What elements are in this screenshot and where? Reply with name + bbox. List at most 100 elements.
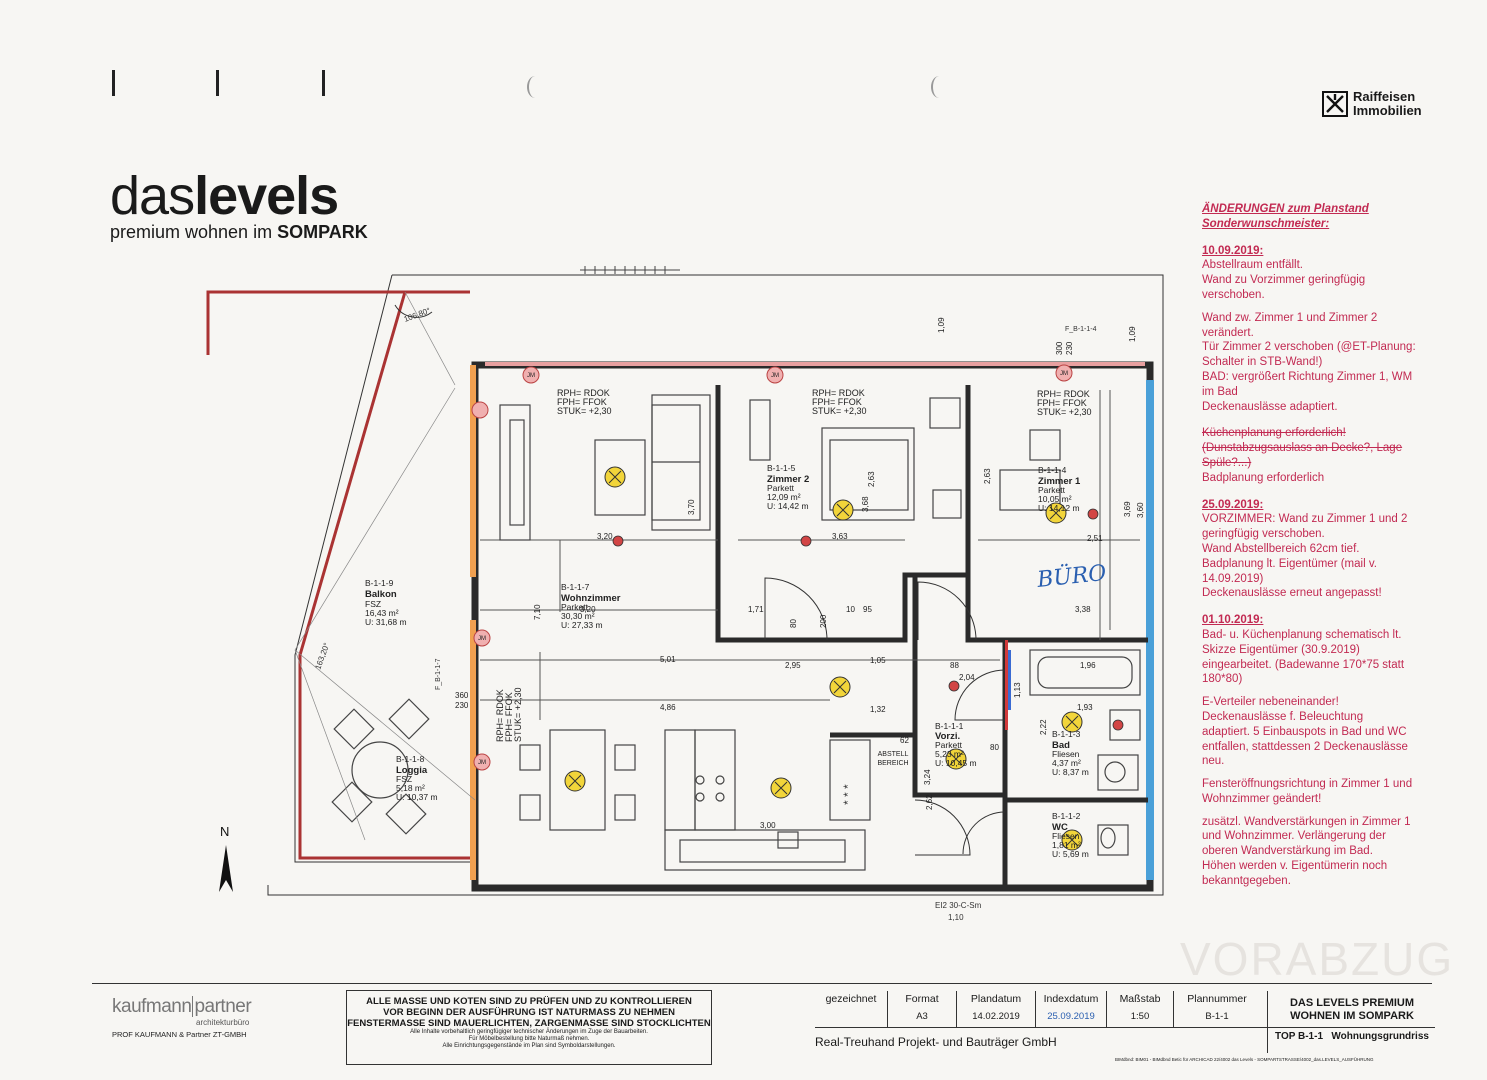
company-name: Real-Treuhand Projekt- und Bauträger Gmb… [815,1035,1057,1049]
note-line: und Wohnzimmer. Verlängerung der [1202,830,1386,843]
section-mark: F_B-1-1-4 [1065,326,1097,333]
head-indexdatum: Indexdatum [1035,991,1106,1007]
wohn-id: B-1-1-7 [561,582,590,592]
punch-mark-1 [112,70,115,96]
project-line-1: DAS LEVELS PREMIUM [1289,997,1415,1009]
notes-strike-2: (Dunstabzugsauslass an Decke?, Lage [1202,442,1403,455]
stars: * * * [841,784,855,805]
dimension-label: 4,86 [660,703,676,712]
dimension-label: 300 [1055,341,1064,355]
val-plannummer: B-1-1 [1173,1007,1260,1027]
zimmer2-floor: Parkett [767,483,795,493]
zimmer1-u: U: 14,12 m [1038,503,1080,513]
notice-1: ALLE MASSE UND KOTEN SIND ZU PRÜFEN UND … [366,996,692,1007]
dimension-label: 1,13 [1013,682,1022,698]
brand-name-light: das [110,166,195,226]
note-line: Tür Zimmer 2 verschoben (@ET-Planung: [1202,341,1416,354]
notes-block-3: Bad- u. Küchenplanung schematisch lt. Ski… [1202,628,1472,889]
balkon-id: B-1-1-9 [365,578,394,588]
jm-markers [471,364,1073,771]
top-number: TOP B-1-1 [1275,1031,1324,1042]
dimension-label: 3,00 [760,821,776,830]
dimension-label: 2,22 [1039,719,1048,735]
furniture [331,394,1141,871]
binder-hole-2 [931,76,947,98]
partner-text: partner [192,996,252,1017]
loggia-floor: FSZ [396,774,412,784]
note-line: Bad- u. Küchenplanung schematisch lt. [1202,628,1402,641]
wohn-u: U: 27,33 m [561,620,603,630]
wc-u: U: 5,69 m [1052,849,1089,859]
note-line: Deckenauslässe erneut angepasst! [1202,587,1382,600]
dimension-label: 3,69 [1123,501,1132,517]
notes-date-3: 01.10.2019: [1202,614,1264,627]
note-line: bekanntgegeben. [1202,874,1291,887]
notice-4: Alle Inhalte vorbehaltlich geringfügiger… [410,1029,648,1035]
dimension-label: 360 [455,691,469,700]
dimension-label: 1,71 [748,605,764,614]
note-line: zusätzl. Wandverstärkungen in Zimmer 1 [1202,815,1411,828]
note-line: E-Verteiler nebeneinander! [1202,696,1339,709]
abstell-label-1: ABSTELL [878,751,909,758]
section-mark-2: F_B-1-1-7 [435,658,442,690]
dimension-label: 2,95 [785,661,801,670]
brand-tagline-bold: SOMPARK [277,222,368,242]
head-plandatum: Plandatum [956,991,1035,1007]
note-line: Wand Abstellbereich 62cm tief. [1202,542,1360,555]
zimmer2-u: U: 14,42 m [767,501,809,511]
val-indexdatum: 25.09.2019 [1035,1007,1106,1027]
note-line: verändert. [1202,326,1254,339]
door-code: EI2 30-C-Sm [935,901,982,910]
dimension-label: 1,32 [870,705,886,714]
zimmer2-area: 12,09 m² [767,492,801,502]
note-line: Deckenauslässe adaptiert. [1202,400,1338,413]
architektur-text: architekturbüro [196,1018,250,1027]
dimension-label: 5,01 [660,655,676,664]
wc-area: 1,81 m² [1052,840,1081,850]
grundriss-label: Wohnungsgrundriss [1331,1031,1429,1042]
balkon-u: U: 31,68 m [365,617,407,627]
outer-boundary [267,274,1164,896]
vorz-area: 5,23 m² [935,749,964,759]
angle-label-2: 163,20° [313,642,331,671]
notice-2: VOR BEGINN DER AUSFÜHRUNG IST NATURMASS … [383,1007,675,1018]
dimension-label: 80 [990,743,999,752]
dimension-label: 2,04 [959,673,975,682]
footer-line [92,983,1432,984]
note-line: 180*80) [1202,673,1243,686]
wall-z2-left [715,385,971,643]
svg-text:N: N [220,824,229,839]
fph-label-2: FPH= FFOK [812,397,862,407]
change-notes: ÄNDERUNGEN zum Planstand Sonderwunschmei… [1202,202,1472,889]
dimension-label: 3,63 [832,532,848,541]
insulation-left-2 [470,620,476,880]
sockets [612,508,1124,731]
note-line: neu. [1202,755,1225,768]
blue-wall-marker [1008,650,1011,710]
insulation-top [485,362,1145,366]
notice-box: ALLE MASSE UND KOTEN SIND ZU PRÜFEN UND … [346,990,712,1065]
dimension-label: 1,09 [1128,326,1137,342]
jm-label-4: JM [478,636,486,642]
bad-name: Bad [1052,740,1070,751]
notes-date-1: 10.09.2019: [1202,244,1264,257]
wall-z1-bottom [965,575,1148,643]
watermark: VORABZUG [1180,933,1455,985]
dimension-label: 200 [819,614,828,628]
note-line: Skizze Eigentümer (30.9.2019) [1202,643,1360,656]
fph-label-4: FPH= FFOK [504,692,514,742]
insulation-right [1146,380,1154,880]
vorz-name: Vorzi. [935,731,960,742]
loggia-u: U: 10,37 m [396,792,438,802]
loggia-name: Loggia [396,765,428,776]
stuk-label-1: STUK= +2,30 [557,406,612,416]
bad-floor: Fliesen [1052,749,1080,759]
wohn-name: Wohnzimmer [561,593,621,604]
notes-heading-1: ÄNDERUNGEN zum Planstand [1202,203,1369,215]
zimmer1-area: 10,05 m² [1038,494,1072,504]
zimmer1-floor: Parkett [1038,485,1066,495]
jm-label-1: JM [527,373,535,379]
vorz-id: B-1-1-1 [935,721,964,731]
